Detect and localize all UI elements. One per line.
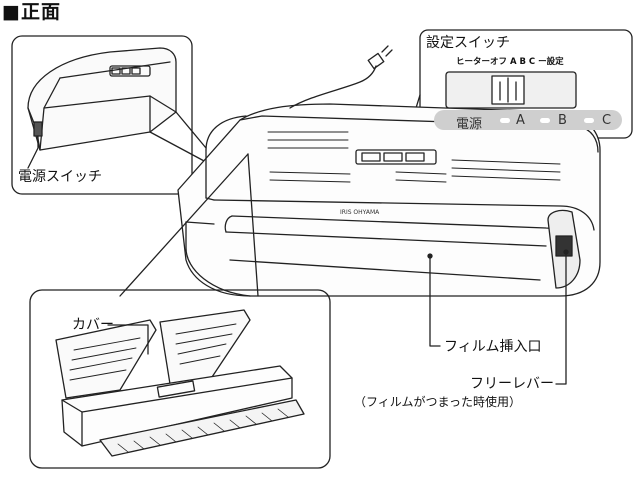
- leader-free-lever: [555, 251, 567, 385]
- label-film-inlet: フィルム挿入口: [444, 339, 542, 355]
- switch-dot: [540, 118, 550, 123]
- label-free-lever: フリーレバー: [470, 376, 554, 392]
- switch-position-power: 電源: [456, 117, 483, 132]
- switch-position-strip: 電源 A B C: [434, 110, 622, 132]
- switch-position-a: A: [516, 113, 525, 128]
- label-power-switch: 電源スイッチ: [18, 169, 102, 185]
- inset-cover-frame: [29, 289, 331, 469]
- switch-position-b: B: [558, 113, 567, 128]
- switch-dot: [584, 118, 594, 123]
- switch-position-c: C: [602, 113, 612, 128]
- label-setting-switch: 設定スイッチ: [426, 35, 510, 51]
- switch-dot: [500, 118, 510, 123]
- page-title: ■正面: [2, 1, 61, 23]
- label-switch-scale: ヒーターオフ A B C ー設定: [456, 57, 564, 67]
- inset-power-switch-frame: [11, 35, 193, 195]
- leader-film-inlet: [429, 255, 441, 347]
- label-cover: カバー: [72, 317, 114, 333]
- label-free-lever-note: （フィルムがつまった時使用）: [354, 395, 522, 409]
- leader-cover: [107, 324, 149, 355]
- brand-mark: IRIS OHYAMA: [340, 209, 380, 216]
